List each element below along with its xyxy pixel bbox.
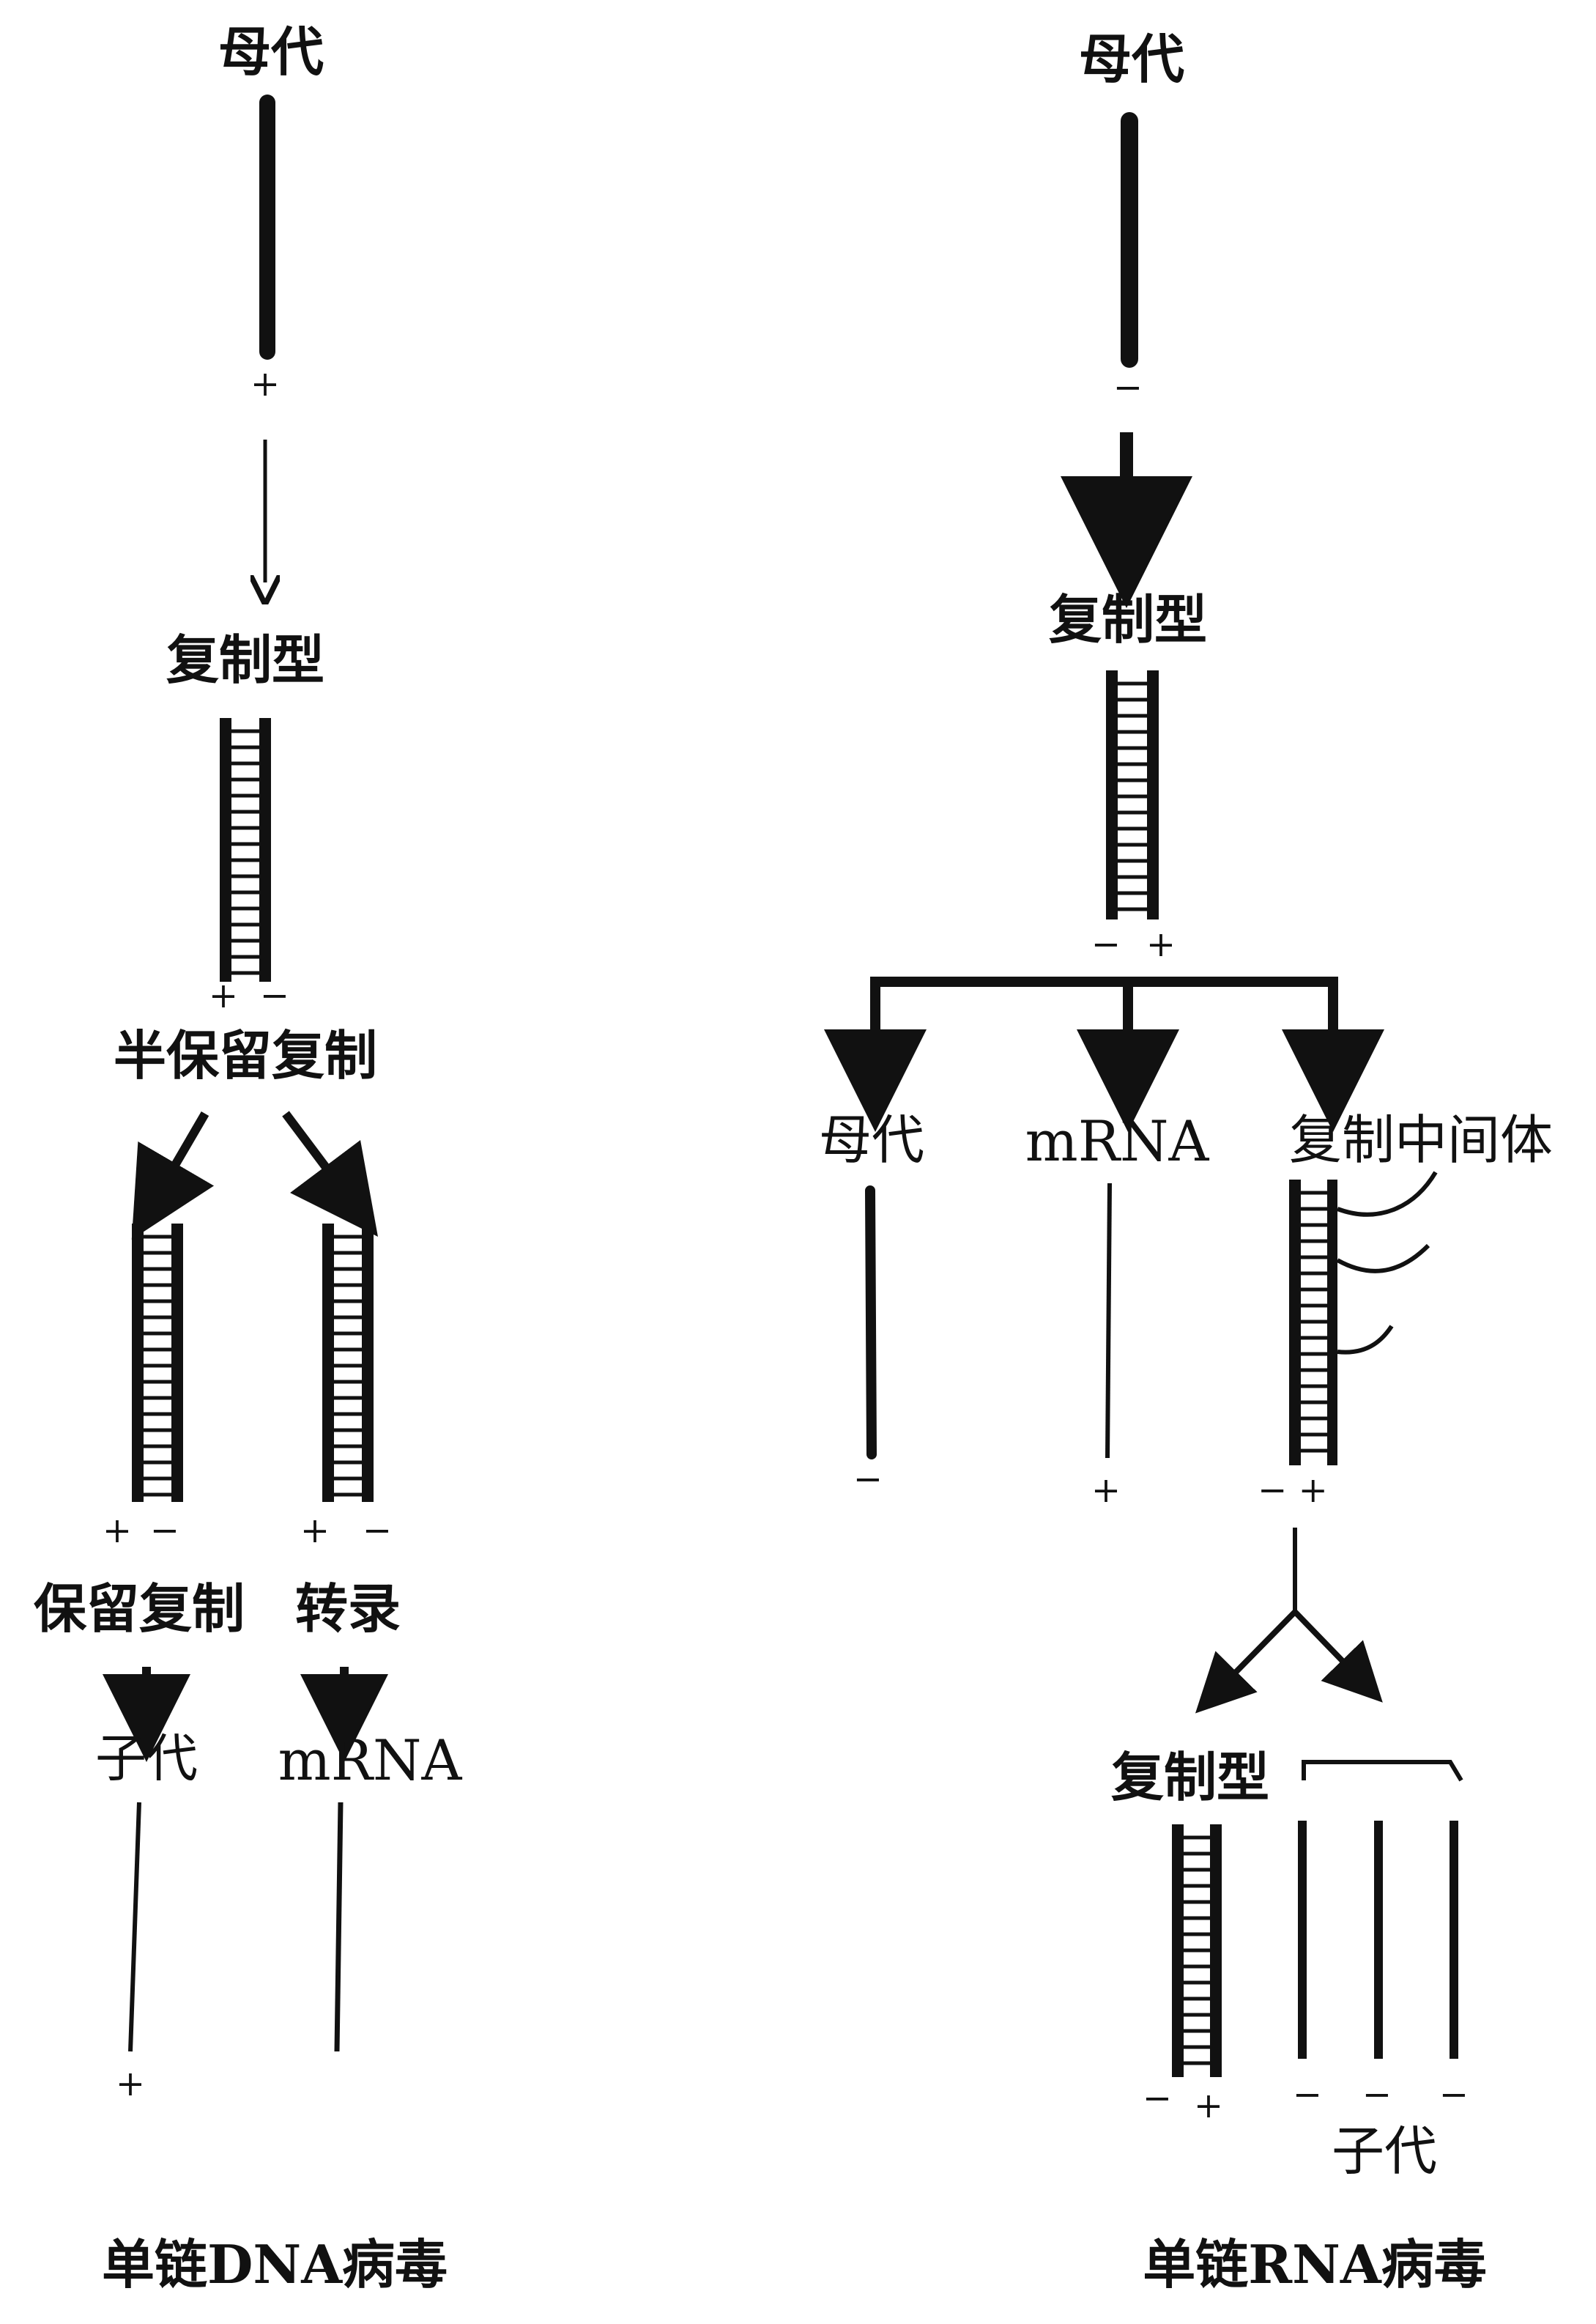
ssdna-progeny-sign: +	[115, 2063, 146, 2104]
ssdna-progeny-strand	[128, 1802, 141, 2052]
ssrna-fork-right-arrow	[1293, 1610, 1383, 1703]
ssrna-branch-bar	[870, 977, 1338, 1026]
ssrna-replicative-form-ladder	[1106, 670, 1159, 919]
ssdna-left-sign-plus: +	[102, 1510, 133, 1551]
ssrna-parent-sign: −	[1113, 367, 1143, 408]
ssrna-replication-intermediate	[1289, 1171, 1438, 1465]
ssrna-parent-branch-strand	[865, 1185, 877, 1459]
ssdna-transcription-ladder	[322, 1224, 374, 1502]
ssdna-rf-sign-plus: +	[208, 975, 239, 1016]
ssrna-replicative-label: 复制型	[1048, 588, 1208, 651]
ssdna-conservative-label: 保留复制	[33, 1577, 245, 1640]
ssrna-bottom-replicative-ladder	[1172, 1824, 1222, 2077]
ssrna-branch-parent-label: 母代	[818, 1109, 925, 1171]
ssdna-caption: 单链DNA病毒	[101, 2233, 448, 2295]
ssdna-left-sign-minus: −	[149, 1510, 180, 1551]
ssdna-arrow-left-branch	[131, 1111, 215, 1240]
ssdna-mrna-label: mRNA	[278, 1728, 462, 1793]
ssrna-fork-left-arrow	[1195, 1610, 1297, 1714]
ssdna-parent-label: 母代	[218, 21, 324, 83]
ssrna-branch-intermediate-label: 复制中间体	[1288, 1109, 1554, 1171]
ssdna-parent-sign: +	[250, 363, 281, 404]
ssrna-rf-sign-plus: +	[1146, 924, 1176, 965]
ssrna-virus-panel	[824, 112, 1463, 2077]
ssrna-bottom-rf-sign-plus: +	[1193, 2085, 1224, 2126]
ssrna-bottom-rf-sign-minus: −	[1142, 2078, 1173, 2119]
ssrna-branch-mrna-label: mRNA	[1025, 1109, 1209, 1174]
ssrna-rf-sign-minus: −	[1091, 924, 1121, 965]
ssdna-arrow-right-branch	[282, 1111, 378, 1237]
ssdna-replicative-label: 复制型	[166, 629, 325, 691]
ssrna-progeny-sign-1: −	[1292, 2074, 1323, 2115]
ssrna-bottom-replicative-label: 复制型	[1110, 1746, 1270, 1808]
ssdna-conservative-ladder	[132, 1224, 183, 1502]
ssrna-mrna-strand	[1105, 1183, 1112, 1459]
ssdna-replicative-form-ladder	[220, 718, 271, 982]
ssrna-branch-mrna-sign: +	[1091, 1470, 1121, 1511]
ssdna-right-sign-plus: +	[300, 1510, 330, 1551]
ssrna-progeny-bracket	[1302, 1760, 1463, 1782]
ssdna-virus-panel	[103, 95, 388, 2052]
ssrna-progeny-sign-2: −	[1362, 2074, 1392, 2115]
ssdna-transcription-label: 转录	[294, 1577, 401, 1640]
ssdna-right-sign-minus: −	[362, 1510, 393, 1551]
ssdna-rf-sign-minus: −	[259, 975, 290, 1016]
ssrna-progeny-sign-3: −	[1439, 2074, 1469, 2115]
ssdna-progeny-label: 子代	[95, 1728, 198, 1788]
ssdna-mrna-strand	[334, 1802, 344, 2052]
ssrna-caption: 单链RNA病毒	[1143, 2233, 1487, 2295]
ssrna-branch-parent-sign: −	[853, 1459, 883, 1500]
ssrna-progeny-label: 子代	[1331, 2120, 1438, 2182]
ssrna-parent-label: 母代	[1078, 28, 1185, 90]
ssrna-branch-intermediate-sign: − +	[1258, 1470, 1328, 1511]
ssdna-semiconservative-label: 半保留复制	[113, 1024, 378, 1087]
